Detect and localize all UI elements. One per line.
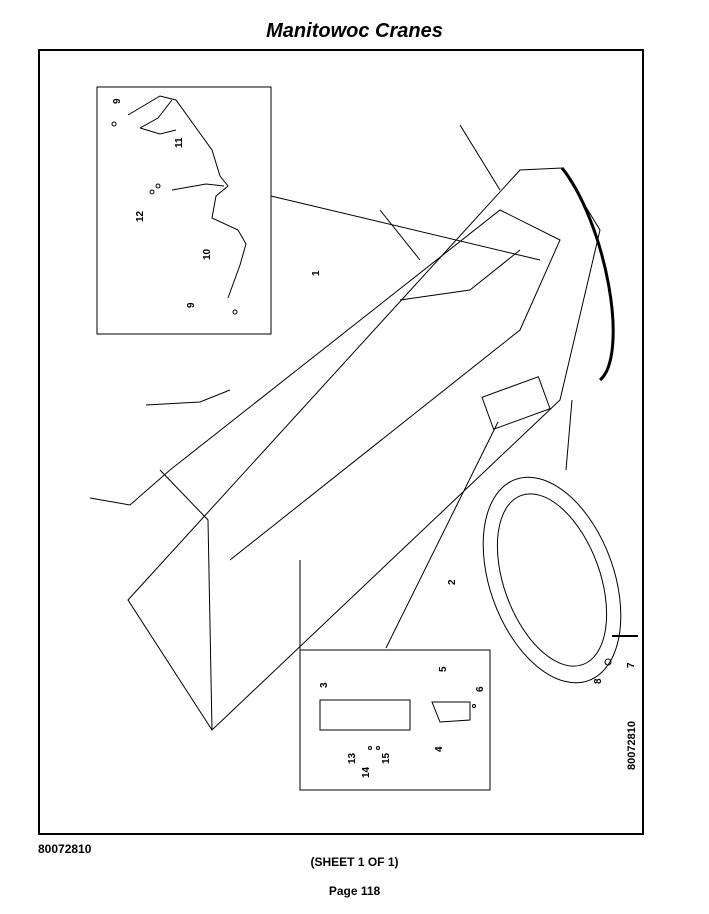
callout-15: 15 (381, 752, 392, 764)
callout-2: 2 (447, 579, 458, 585)
callout-1: 1 (311, 270, 322, 276)
callout-12: 12 (135, 210, 146, 222)
callout-5: 5 (438, 666, 449, 672)
callout-8: 8 (593, 678, 604, 684)
callout-9-bottom: 9 (186, 302, 197, 308)
callout-6: 6 (475, 686, 486, 692)
page-title: Manitowoc Cranes (266, 20, 443, 42)
inset-hydraulic-lines-box (96, 86, 272, 335)
hose-11 (127, 95, 247, 299)
figure-side-number: 80072810 (626, 721, 638, 770)
callout-7: 7 (626, 662, 637, 668)
frame-main-body (127, 167, 601, 731)
page-number: Page 118 (328, 884, 381, 898)
document-number: 80072810 (38, 842, 92, 856)
sheet-indicator: (SHEET 1 OF 1) (310, 855, 399, 869)
callout-11: 11 (174, 137, 185, 148)
inset-swing-drive-box (299, 649, 491, 791)
swing-ring-gear (482, 476, 622, 684)
callout-14: 14 (361, 766, 372, 778)
callout-10: 10 (202, 248, 213, 260)
callout-13: 13 (347, 752, 358, 764)
callout-4: 4 (434, 746, 445, 752)
hose-10 (171, 183, 225, 191)
callout-9-top: 9 (112, 98, 123, 104)
callout-3: 3 (319, 682, 330, 688)
swing-drive (481, 376, 551, 430)
drawing-frame (38, 49, 644, 835)
